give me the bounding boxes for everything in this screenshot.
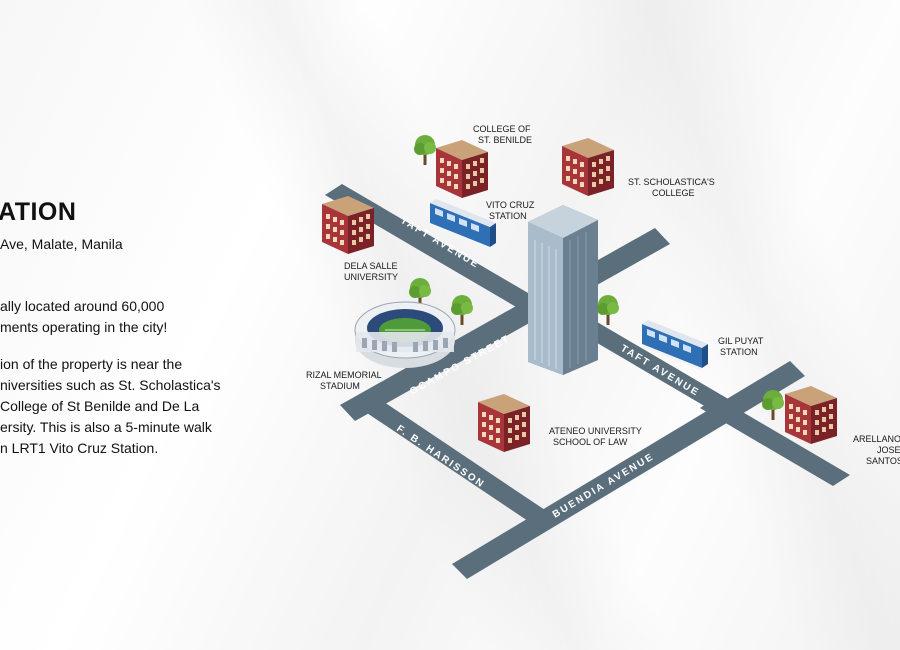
building-dela-salle	[322, 196, 374, 254]
tree-icon	[762, 390, 784, 420]
label-ateneo: ATENEO UNIVERSITY SCHOOL OF LAW	[549, 426, 644, 447]
section-title: ATION	[0, 198, 77, 226]
location-line-1: ion of the property is near the	[0, 356, 183, 372]
label-scholastica: ST. SCHOLASTICA'S COLLEGE	[628, 177, 717, 198]
location-line-5: n LRT1 Vito Cruz Station.	[0, 440, 159, 456]
road-label-buendia: BUENDIA AVENUE	[551, 451, 657, 520]
label-gil-puyat: GIL PUYAT STATION	[718, 336, 766, 357]
building-ateneo	[478, 394, 530, 452]
stadium-rizal	[354, 301, 456, 368]
road-label-harisson: F. B. HARISSON	[394, 423, 486, 490]
label-dela-salle: DELA SALLE UNIVERSITY	[344, 261, 400, 282]
location-info-panel: ATION Ave, Malate, Manila ally located a…	[0, 0, 300, 650]
location-line-3: College of St Benilde and De La	[0, 398, 200, 414]
location-paragraph: ion of the property is near the niversit…	[0, 354, 221, 459]
building-arellano	[785, 386, 837, 444]
building-benilde	[436, 140, 488, 198]
intro-line-2: ments operating in the city!	[0, 319, 168, 335]
intro-paragraph: ally located around 60,000 ments operati…	[0, 296, 167, 338]
tree-icon	[451, 295, 473, 325]
tree-icon	[414, 135, 436, 165]
label-arellano: ARELLANO JOSE SANTOS	[853, 434, 900, 466]
road-right-connector	[700, 397, 850, 486]
intro-line-1: ally located around 60,000	[0, 298, 165, 314]
property-tower	[528, 205, 598, 375]
label-benilde: COLLEGE OF ST. BENILDE	[473, 124, 533, 145]
label-vito-cruz: VITO CRUZ STATION	[486, 200, 537, 221]
location-line-2: niversities such as St. Scholastica's	[0, 377, 221, 393]
address-text: Ave, Malate, Manila	[0, 236, 123, 252]
road-taft-lower	[575, 319, 730, 411]
building-scholastica	[562, 138, 614, 196]
tree-icon	[597, 295, 619, 325]
label-rizal: RIZAL MEMORIAL STADIUM	[306, 370, 384, 391]
location-line-4: ersity. This is also a 5-minute walk	[0, 419, 212, 435]
road-taft-upper	[325, 184, 540, 311]
road-harisson	[355, 394, 545, 521]
